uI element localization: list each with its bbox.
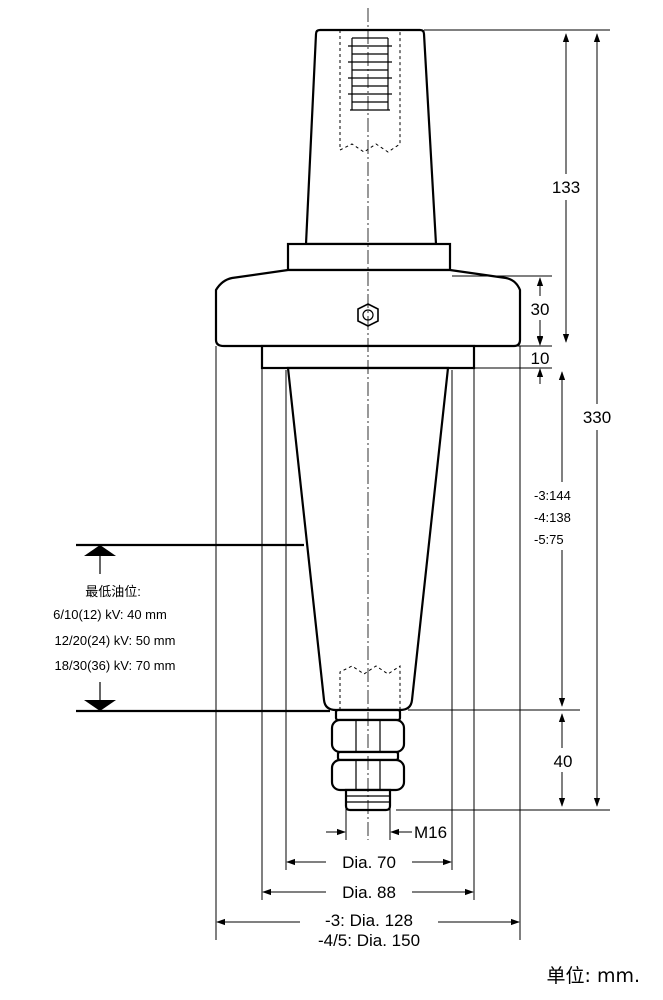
extension-lines — [215, 29, 610, 940]
cone-length-3: -3:144 — [534, 488, 571, 503]
bottom-bore-dashed — [339, 665, 401, 710]
dia70-label: Dia. 70 — [342, 853, 396, 872]
top-thread — [348, 37, 392, 111]
dimension-flange-dia: -3: Dia. 128 -4/5: Dia. 150 — [216, 908, 520, 950]
cone-length-4: -4:138 — [534, 510, 571, 525]
oil-level-line-3: 18/30(36) kV: 70 mm — [55, 658, 176, 673]
neck-step — [286, 242, 452, 272]
dimension-10: 10 — [531, 330, 550, 384]
dim-133-label: 133 — [552, 178, 580, 197]
oil-top-triangle — [84, 545, 116, 556]
unit-label: 单位: mm. — [547, 965, 641, 987]
dim-30-label: 30 — [531, 300, 550, 319]
flange-dia-label-1: -3: Dia. 128 — [325, 911, 413, 930]
bushing-body — [214, 8, 522, 840]
flange-dia-label-2: -4/5: Dia. 150 — [318, 931, 420, 950]
dimension-40: 40 — [546, 713, 580, 807]
dim-10-label: 10 — [531, 349, 550, 368]
dim-330-label: 330 — [583, 408, 611, 427]
oil-bottom-triangle — [84, 700, 116, 711]
dimension-30: 30 — [524, 277, 558, 345]
thread-label: M16 — [414, 823, 447, 842]
dim-40-label: 40 — [554, 752, 573, 771]
top-bore-dashed — [339, 30, 401, 153]
top-cone — [304, 28, 438, 246]
cone-length-5: -5:75 — [534, 532, 564, 547]
oil-level-line-1: 6/10(12) kV: 40 mm — [53, 607, 167, 622]
oil-level-indicator: 最低油位: 6/10(12) kV: 40 mm 12/20(24) kV: 5… — [53, 543, 330, 713]
dimension-dia88: Dia. 88 — [262, 880, 474, 902]
dimension-cone-length: -3:144 -4:138 -5:75 — [530, 371, 592, 707]
oil-level-title: 最低油位: — [85, 584, 141, 599]
dimension-133: 133 — [548, 33, 584, 343]
dimension-m16: M16 — [326, 823, 447, 842]
dimension-dia70: Dia. 70 — [286, 850, 452, 872]
dia88-label: Dia. 88 — [342, 883, 396, 902]
oil-level-line-2: 12/20(24) kV: 50 mm — [55, 633, 176, 648]
dimension-330: 330 — [577, 33, 617, 807]
